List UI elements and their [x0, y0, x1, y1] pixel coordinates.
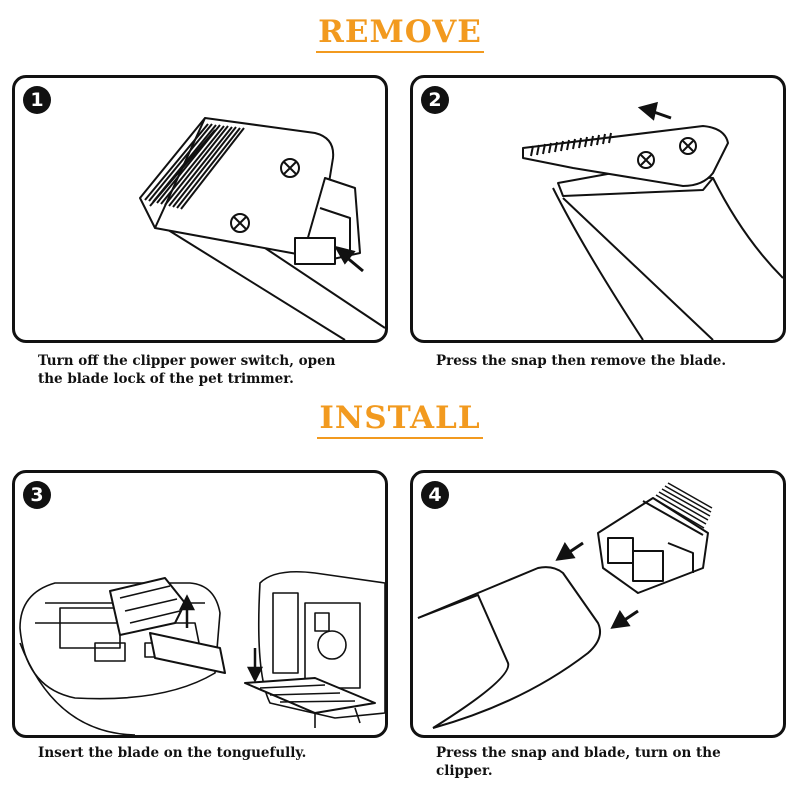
step-3-badge: 3: [23, 481, 51, 509]
step-3-illustration: [19, 570, 385, 735]
step-2-panel: 2: [410, 75, 786, 343]
step-1-badge: 1: [23, 86, 51, 114]
step-1-illustration: [139, 117, 385, 340]
step-3-panel: 3: [12, 470, 388, 738]
step-1-caption-line1: Turn off the clipper power switch, open: [38, 353, 336, 369]
remove-heading: REMOVE: [0, 14, 800, 53]
step-4-caption-line1: Press the snap and blade, turn on the: [436, 745, 721, 761]
step-4-illustration: [417, 482, 713, 729]
step-3-caption: Insert the blade on the tonguefully.: [38, 744, 408, 762]
step-2-caption-line1: Press the snap then remove the blade.: [436, 353, 727, 369]
step-1-caption: Turn off the clipper power switch, open …: [38, 352, 408, 388]
step-4-badge: 4: [421, 481, 449, 509]
step-4-panel: 4: [410, 470, 786, 738]
step-3-caption-line1: Insert the blade on the tonguefully.: [38, 745, 307, 761]
step-1-panel: 1: [12, 75, 388, 343]
step-4-caption: Press the snap and blade, turn on the cl…: [436, 744, 800, 780]
remove-heading-text: REMOVE: [316, 14, 484, 53]
install-heading: INSTALL: [0, 400, 800, 439]
step-2-badge: 2: [421, 86, 449, 114]
step-4-caption-line2: clipper.: [436, 763, 493, 779]
step-1-caption-line2: the blade lock of the pet trimmer.: [38, 371, 294, 387]
step-2-illustration: [522, 101, 783, 340]
step-2-caption: Press the snap then remove the blade.: [436, 352, 800, 370]
install-heading-text: INSTALL: [317, 400, 483, 439]
